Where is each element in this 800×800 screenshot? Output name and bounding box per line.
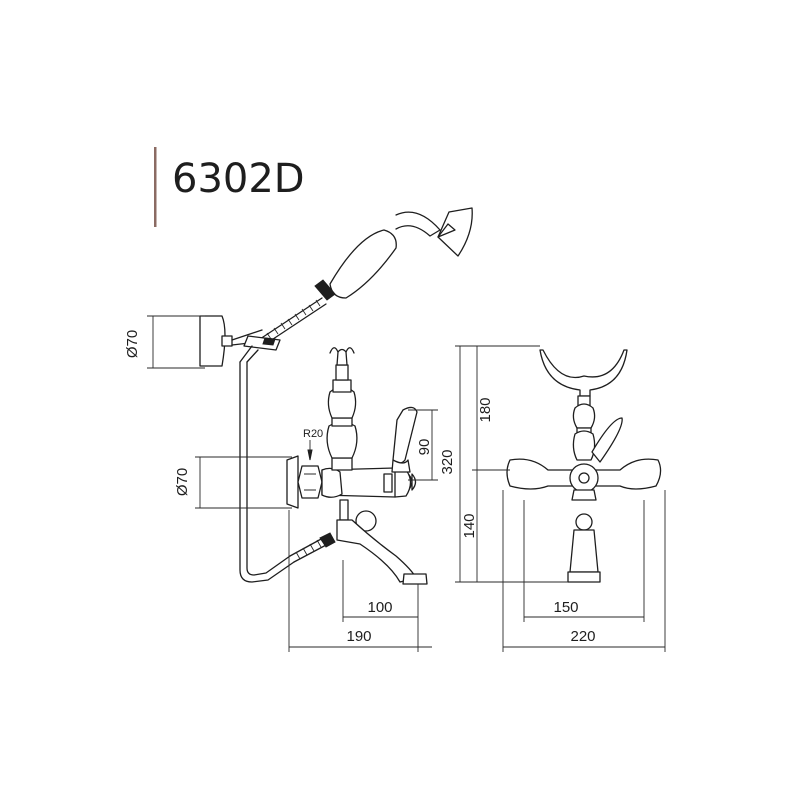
front-view: 320 180 140 150 220 [439,345,666,652]
dim-center-distance: 150 [553,599,578,616]
dim-lever-height: 90 [416,439,433,456]
dim-front-width: 220 [570,628,595,645]
dim-front-bottom-height: 140 [461,513,478,538]
wall-support-icon [199,315,281,367]
dim-spout-reach: 100 [367,599,392,616]
dim-side-depth: 190 [346,628,371,645]
wall-flange [286,455,299,509]
spout [336,499,428,585]
model-code: 6302D [172,156,305,202]
dim-body-diameter: Ø70 [174,468,191,496]
connection-nut [297,465,323,499]
dim-handshower-diameter: Ø70 [124,330,141,358]
hose-loop [239,345,295,583]
front-body [506,458,662,501]
hand-shower-icon [314,207,473,301]
front-column [572,395,596,461]
flexible-hose-lower [289,532,336,563]
front-lever-icon [591,417,623,463]
lever-handle-icon [391,406,418,473]
side-view: Ø70 Ø70 R20 [124,207,473,652]
diverter-column [326,347,358,471]
mixer-body [321,467,417,498]
front-spout [567,513,601,583]
accent-bar [154,147,157,227]
holder-fork-icon [539,349,628,397]
dim-radius: R20 [303,428,323,440]
dim-front-top-height: 180 [477,397,494,422]
dim-total-height: 320 [439,449,456,474]
